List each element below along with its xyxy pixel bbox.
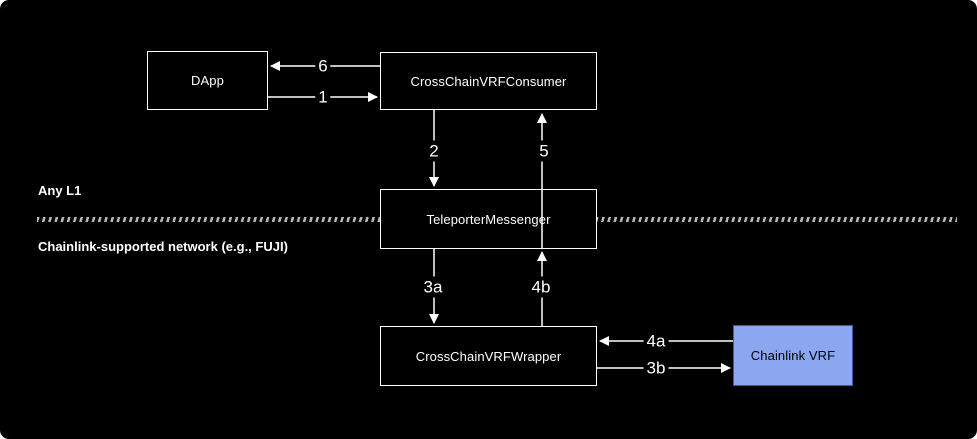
node-teleporter-messenger: TeleporterMessenger [380, 189, 597, 249]
node-dapp-label: DApp [191, 73, 224, 88]
edge-label-step-5: 5 [536, 140, 552, 162]
edge-label-step-6: 6 [315, 55, 331, 77]
node-dapp: DApp [147, 51, 268, 110]
edge-label-step-2: 2 [426, 140, 442, 162]
edge-label-step-3b: 3b [643, 357, 669, 379]
node-chainlink-vrf: Chainlink VRF [733, 325, 853, 386]
edge-label-step-3a: 3a [420, 276, 446, 298]
node-crosschain-vrf-consumer-label: CrossChainVRFConsumer [410, 73, 567, 89]
node-crosschain-vrf-wrapper-label: CrossChainVRFWrapper [415, 348, 562, 364]
region-label-chainlink-network: Chainlink-supported network (e.g., FUJI) [38, 239, 288, 254]
edge-label-step-4a: 4a [643, 330, 669, 352]
node-teleporter-messenger-label: TeleporterMessenger [426, 211, 551, 227]
node-crosschain-vrf-wrapper: CrossChainVRFWrapper [380, 326, 597, 386]
node-chainlink-vrf-label: Chainlink VRF [750, 348, 836, 363]
edge-label-step-4b: 4b [528, 276, 554, 298]
region-label-any-l1: Any L1 [38, 183, 82, 198]
edge-label-step-1: 1 [315, 86, 331, 108]
node-crosschain-vrf-consumer: CrossChainVRFConsumer [380, 52, 597, 110]
